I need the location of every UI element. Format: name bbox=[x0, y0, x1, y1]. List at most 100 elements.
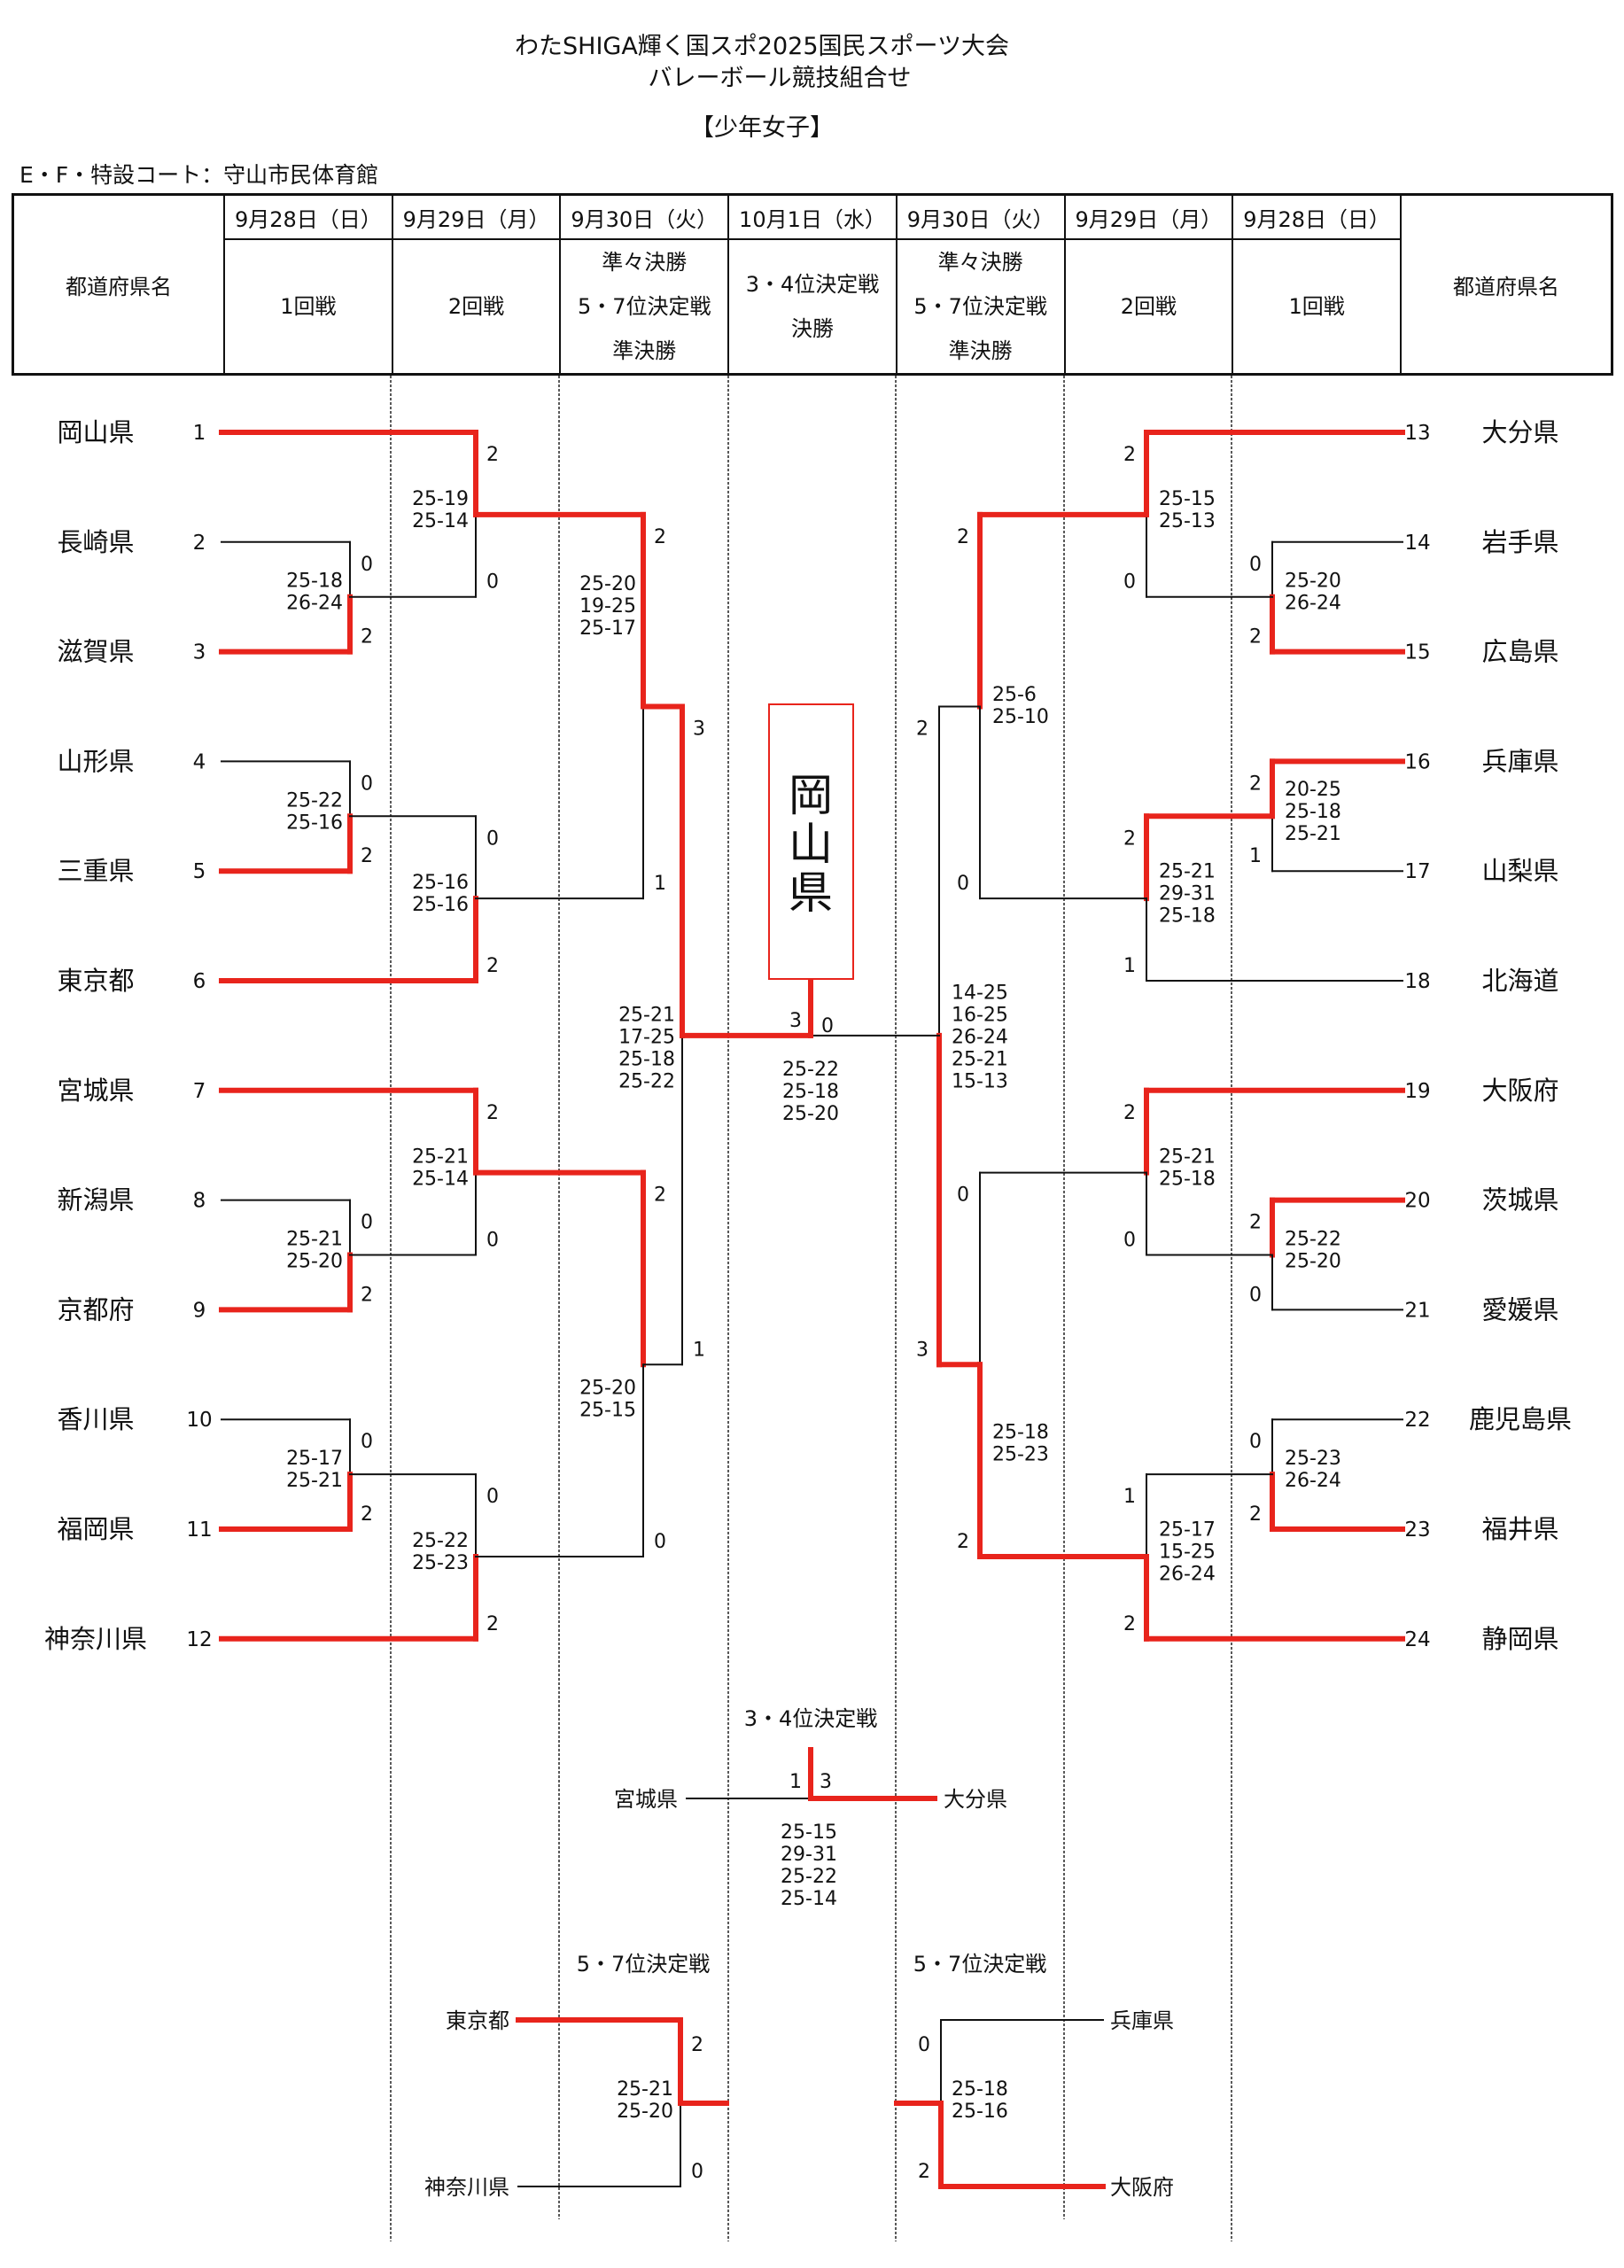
match-score: 0 bbox=[486, 827, 499, 850]
team-name: 北海道 bbox=[1481, 966, 1558, 996]
set-score: 25-23 bbox=[992, 1444, 1049, 1466]
seed-number: 5 bbox=[193, 860, 206, 883]
match-score: 0 bbox=[1249, 1284, 1262, 1306]
team-name: 福井県 bbox=[1481, 1514, 1558, 1544]
seed-number: 2 bbox=[193, 532, 206, 555]
match-score: 3 bbox=[916, 1339, 929, 1361]
match-score: 2 bbox=[654, 526, 666, 548]
set-score: 14-25 bbox=[952, 983, 1008, 1005]
prefecture-column-header-left: 都道府県名 bbox=[12, 193, 225, 376]
match-score: 2 bbox=[1123, 1102, 1136, 1124]
set-score: 25-10 bbox=[992, 706, 1049, 728]
third-place-set-score: 29-31 bbox=[781, 1844, 837, 1866]
match-score: 2 bbox=[1123, 444, 1136, 466]
round-label: 決勝 bbox=[790, 316, 834, 341]
team-name: 京都府 bbox=[57, 1294, 134, 1324]
seed-number: 20 bbox=[1404, 1190, 1430, 1213]
round-cell: 1回戦 bbox=[223, 238, 393, 376]
document-title: わたSHIGA輝く国スポ2025国民スポーツ大会 bbox=[515, 33, 1009, 60]
match-score: 0 bbox=[691, 2161, 703, 2183]
set-score: 25-16 bbox=[412, 894, 469, 916]
seed-number: 11 bbox=[186, 1518, 212, 1542]
set-score: 25-18 bbox=[1159, 905, 1216, 928]
set-score: 25-18 bbox=[1285, 801, 1341, 823]
team-name: 香川県 bbox=[57, 1404, 134, 1434]
set-score: 25-21 bbox=[1159, 861, 1216, 883]
final-set-score: 25-20 bbox=[782, 1103, 839, 1125]
set-score: 25-22 bbox=[412, 1530, 469, 1552]
team-name: 神奈川県 bbox=[424, 2175, 509, 2200]
match-score: 0 bbox=[361, 1212, 373, 1234]
set-score: 25-15 bbox=[1159, 488, 1216, 510]
final-score: 0 bbox=[821, 1015, 834, 1037]
division-label: 【少年女子】 bbox=[690, 114, 834, 142]
seed-number: 19 bbox=[1404, 1080, 1430, 1103]
set-score: 26-24 bbox=[1285, 593, 1341, 615]
set-score: 25-23 bbox=[412, 1552, 469, 1574]
round-label: 2回戦 bbox=[447, 294, 505, 319]
team-name: 福岡県 bbox=[57, 1514, 134, 1544]
set-score: 25-20 bbox=[1285, 1251, 1341, 1273]
set-score: 25-14 bbox=[412, 510, 469, 532]
date-cell: 9月30日（火） bbox=[559, 193, 730, 240]
team-name: 広島県 bbox=[1481, 637, 1558, 667]
set-score: 25-20 bbox=[579, 573, 636, 595]
seed-number: 1 bbox=[193, 422, 206, 445]
seed-number: 21 bbox=[1404, 1299, 1430, 1322]
third-place-set-score: 25-22 bbox=[781, 1866, 837, 1888]
seed-number: 12 bbox=[186, 1628, 212, 1651]
match-score: 0 bbox=[361, 1431, 373, 1453]
date-cell: 9月29日（月） bbox=[1063, 193, 1234, 240]
set-score: 25-16 bbox=[952, 2101, 1008, 2123]
match-score: 0 bbox=[361, 773, 373, 795]
seed-number: 7 bbox=[193, 1080, 206, 1103]
round-cell: 1回戦 bbox=[1232, 238, 1402, 376]
team-name: 鹿児島県 bbox=[1469, 1404, 1572, 1434]
round-label: 2回戦 bbox=[1120, 294, 1177, 319]
match-score: 0 bbox=[361, 554, 373, 576]
match-score: 2 bbox=[918, 2161, 930, 2183]
set-score: 25-17 bbox=[286, 1448, 343, 1470]
match-score: 0 bbox=[1249, 1431, 1262, 1453]
final-set-score: 25-18 bbox=[782, 1081, 839, 1103]
match-score: 2 bbox=[654, 1184, 666, 1207]
set-score: 25-6 bbox=[992, 684, 1037, 706]
round-label: 準決勝 bbox=[612, 338, 677, 363]
match-score: 2 bbox=[1249, 773, 1262, 795]
set-score: 25-18 bbox=[1159, 1169, 1216, 1191]
set-score: 25-16 bbox=[412, 872, 469, 894]
date-cell: 9月29日（月） bbox=[391, 193, 562, 240]
third-place-set-score: 25-15 bbox=[781, 1821, 837, 1844]
round-label: 5・7位決定戦 bbox=[577, 294, 711, 319]
match-score: 0 bbox=[1249, 554, 1262, 576]
set-score: 25-21 bbox=[412, 1146, 469, 1169]
set-score: 25-18 bbox=[618, 1049, 675, 1071]
round-cell: 2回戦 bbox=[391, 238, 562, 376]
seed-number: 8 bbox=[193, 1190, 206, 1213]
champion-name-char: 岡 bbox=[789, 770, 833, 821]
match-score: 2 bbox=[1123, 827, 1136, 850]
match-score: 2 bbox=[1249, 626, 1262, 649]
round-label: 3・4位決定戦 bbox=[745, 272, 880, 297]
match-score: 2 bbox=[916, 718, 929, 741]
team-name: 兵庫県 bbox=[1481, 746, 1558, 776]
team-name: 大阪府 bbox=[1110, 2175, 1174, 2200]
match-score: 1 bbox=[1249, 845, 1262, 867]
seed-number: 3 bbox=[193, 641, 206, 664]
round-label: 5・7位決定戦 bbox=[913, 294, 1047, 319]
round-label: 準決勝 bbox=[948, 338, 1013, 363]
fifth-place-label: 5・7位決定戦 bbox=[577, 1952, 711, 1977]
team-name: 神奈川県 bbox=[44, 1624, 147, 1654]
date-cell: 9月28日（日） bbox=[1232, 193, 1402, 240]
match-score: 2 bbox=[957, 526, 969, 548]
set-score: 25-13 bbox=[1159, 510, 1216, 532]
seed-number: 9 bbox=[193, 1299, 206, 1322]
team-name: 愛媛県 bbox=[1481, 1294, 1558, 1324]
champion-name-char: 県 bbox=[789, 867, 833, 919]
team-name: 岡山県 bbox=[57, 417, 134, 447]
match-score: 0 bbox=[654, 1531, 666, 1553]
match-score: 2 bbox=[1249, 1212, 1262, 1234]
match-score: 0 bbox=[486, 571, 499, 594]
match-score: 0 bbox=[957, 1184, 969, 1207]
